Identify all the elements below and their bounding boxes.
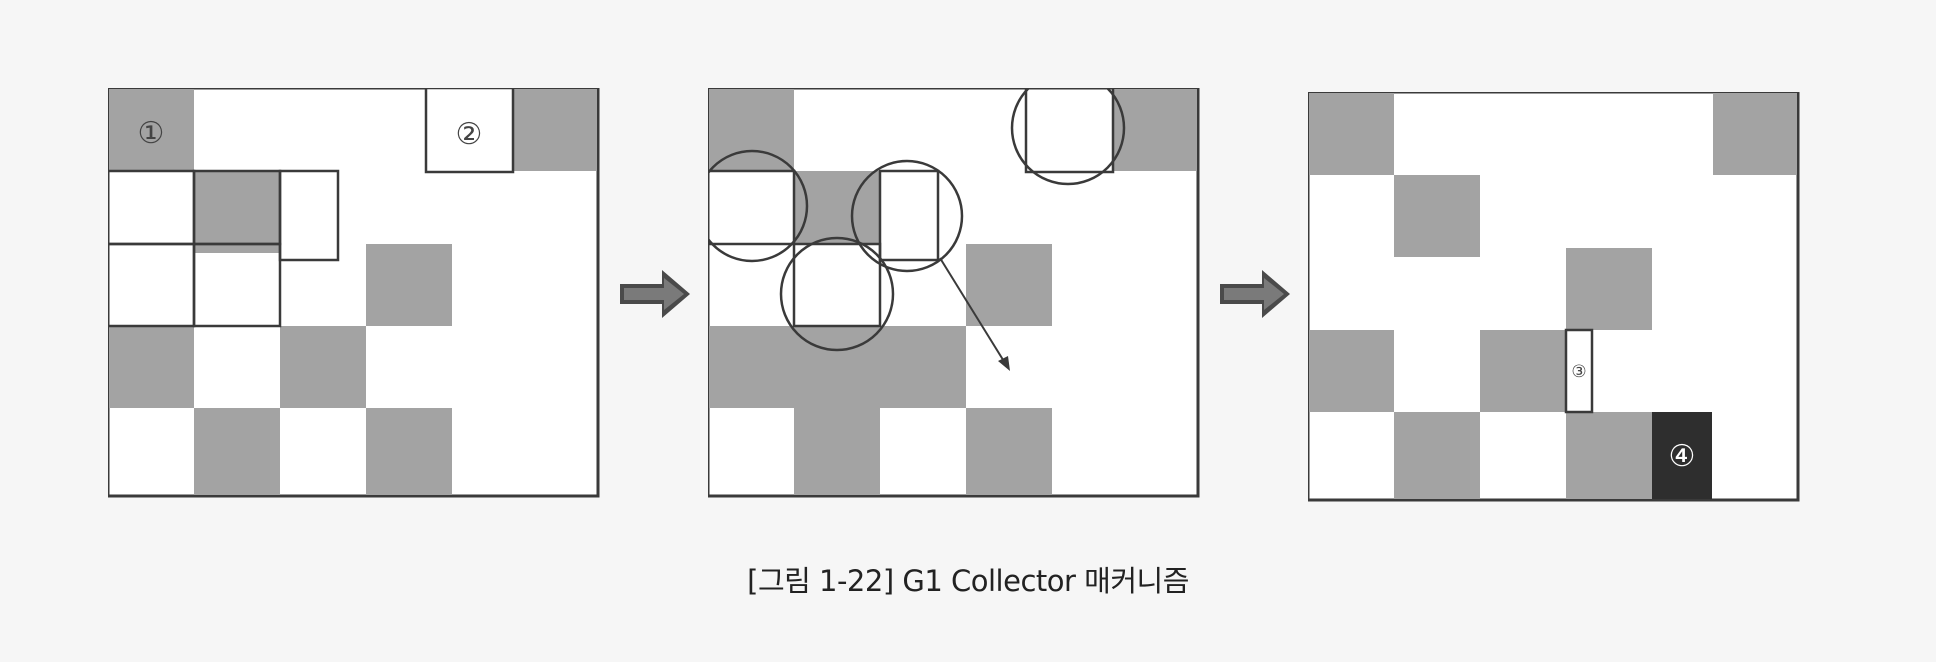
region-label-1: ① [138, 116, 165, 151]
occupied-regions [1309, 93, 1797, 499]
region [366, 244, 452, 326]
collection-circle [708, 149, 809, 263]
right-arrow-icon [620, 270, 692, 322]
region [1713, 93, 1797, 175]
panel-2 [708, 88, 1202, 500]
region [1309, 330, 1394, 412]
region [966, 244, 1052, 326]
heap-grid-2 [708, 88, 1200, 498]
region [194, 171, 280, 253]
panel-3: ③ ④ [1308, 92, 1802, 504]
region [109, 89, 194, 171]
region [966, 408, 1052, 495]
region-label-2: ② [456, 117, 483, 152]
region [109, 326, 194, 408]
region [1394, 175, 1480, 257]
region-outline [792, 242, 882, 328]
region-label-3: ③ [1571, 362, 1586, 382]
region [194, 408, 280, 495]
region-outline [878, 169, 940, 262]
occupied-regions [109, 89, 597, 495]
region [1309, 93, 1394, 175]
move-arrow [939, 257, 1010, 371]
panel-1: ① ② [108, 88, 602, 500]
selected-regions [708, 88, 1115, 328]
region-outline [1024, 88, 1115, 174]
region-outline [424, 88, 515, 174]
heap-grid-1: ① ② [108, 88, 600, 498]
region [366, 408, 452, 495]
humongous-region [1564, 328, 1594, 414]
old-region [1652, 412, 1712, 499]
right-arrow-icon [1220, 270, 1292, 322]
region [1394, 412, 1480, 499]
region [709, 326, 794, 408]
region [1566, 248, 1652, 330]
region [1480, 330, 1566, 412]
figure-caption: [그림 1-22] G1 Collector 매커니즘 [747, 564, 1189, 598]
region-outline [192, 242, 282, 328]
heap-grid-3: ③ ④ [1308, 92, 1800, 502]
collection-circles [708, 88, 1126, 352]
outlined-regions [108, 88, 515, 328]
region-outline [708, 169, 796, 246]
region [280, 326, 366, 408]
collection-circle [850, 159, 964, 273]
region [794, 326, 880, 408]
region [1113, 89, 1197, 171]
region [794, 408, 880, 495]
region [880, 326, 966, 408]
region [1566, 412, 1652, 499]
region-outline [278, 169, 340, 262]
collection-circle [779, 236, 895, 352]
occupied-regions [709, 89, 1197, 495]
region [513, 89, 597, 171]
region-label-4: ④ [1669, 439, 1696, 474]
region [794, 171, 880, 244]
collection-circle [1010, 88, 1126, 186]
